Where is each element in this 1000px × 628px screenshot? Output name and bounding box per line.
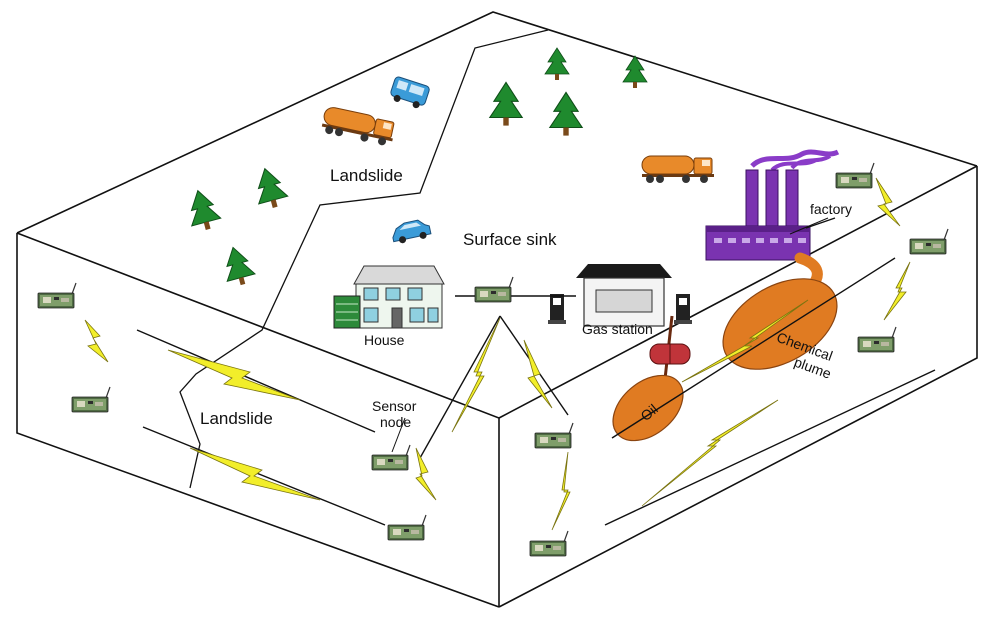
house-icon <box>333 265 445 329</box>
fuel-pump-icon <box>674 294 692 324</box>
sensor-node-icon <box>37 282 77 309</box>
factory-icon <box>705 149 840 261</box>
pine-tree-icon <box>218 243 258 289</box>
block-right-face <box>498 166 978 608</box>
pine-tree-icon <box>249 164 291 212</box>
landslide-bottom-label: Landslide <box>200 409 273 428</box>
wireless-link-icon <box>84 177 911 531</box>
landslide-top-label: Landslide <box>330 166 403 185</box>
block-left-face <box>16 233 500 608</box>
oil-pool <box>612 374 684 442</box>
tanker-truck-icon <box>320 105 398 148</box>
sensor-node-label-line1: Sensor <box>372 398 417 414</box>
factory-label: factory <box>810 201 852 217</box>
pine-tree-icon <box>622 55 648 89</box>
gas-station-icon <box>576 264 672 327</box>
sensor-node-icon <box>529 530 569 557</box>
fuel-pump-icon <box>548 294 566 324</box>
block-top-face <box>16 11 978 234</box>
car-icon <box>389 217 433 246</box>
surface-sink-label: Surface sink <box>463 230 557 249</box>
wireless-links <box>136 217 936 526</box>
gas-station-label: Gas station <box>582 321 653 337</box>
factory-leader-line <box>789 217 829 235</box>
terrain-block <box>16 11 978 608</box>
sensor-node-icon <box>474 276 514 303</box>
sensor-node-icon <box>534 422 574 449</box>
block-top-right-edge <box>498 165 978 419</box>
sensor-node-label-line2: node <box>380 414 411 430</box>
pine-tree-icon <box>489 81 523 127</box>
sensor-node-icon <box>909 228 949 255</box>
tanker-truck-icon <box>641 155 715 184</box>
house-label: House <box>364 332 405 348</box>
sensor-node-icon <box>857 326 897 353</box>
sensor-node-icon <box>371 444 411 471</box>
sensor-node-icon <box>71 386 111 413</box>
pine-tree-icon <box>182 186 224 234</box>
pine-tree-icon <box>544 47 570 81</box>
storage-tank-icon <box>649 343 691 365</box>
sensor-leader-line <box>391 417 406 453</box>
landslide-fault-line <box>179 29 549 489</box>
pine-tree-icon <box>549 91 583 137</box>
sensor-node-icon <box>835 162 875 189</box>
van-icon <box>390 76 430 109</box>
sensor-node-icon <box>387 514 427 541</box>
